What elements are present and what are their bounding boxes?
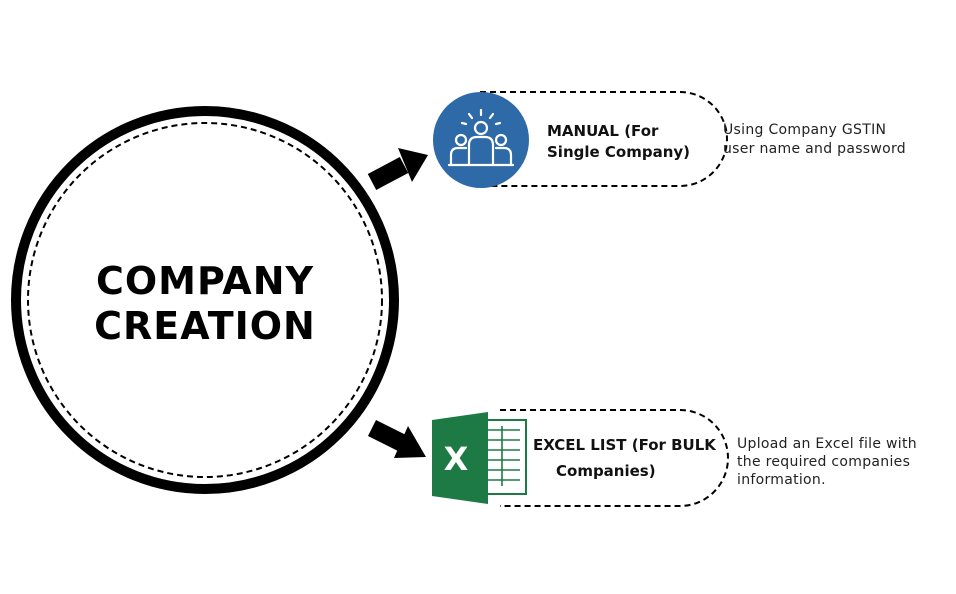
manual-desc-line2: user name and password <box>723 141 906 157</box>
team-icon <box>433 92 529 188</box>
center-title-line2: CREATION <box>94 304 316 348</box>
excel-label-line1: EXCEL LIST (For BULK <box>533 436 716 454</box>
manual-desc-line1: Using Company GSTIN <box>723 122 887 138</box>
excel-icon: X <box>432 412 527 504</box>
manual-pill-outline <box>480 91 728 187</box>
excel-label-line2: Companies) <box>556 462 656 480</box>
arrow-to-excel <box>367 419 426 458</box>
svg-text:X: X <box>444 440 469 478</box>
excel-desc-line1: Upload an Excel file with <box>737 436 917 452</box>
center-title-line1: COMPANY <box>95 259 315 303</box>
main-circle-outer <box>11 106 399 494</box>
excel-pill-outline <box>500 409 729 507</box>
manual-label-line2: Single Company) <box>547 143 691 161</box>
manual-label-line1: MANUAL (For <box>547 122 659 140</box>
main-circle-inner-dashed <box>27 122 383 478</box>
excel-desc-line2: the required companies <box>737 454 911 470</box>
arrow-to-manual <box>367 148 428 190</box>
excel-desc-line3: information. <box>737 472 826 488</box>
